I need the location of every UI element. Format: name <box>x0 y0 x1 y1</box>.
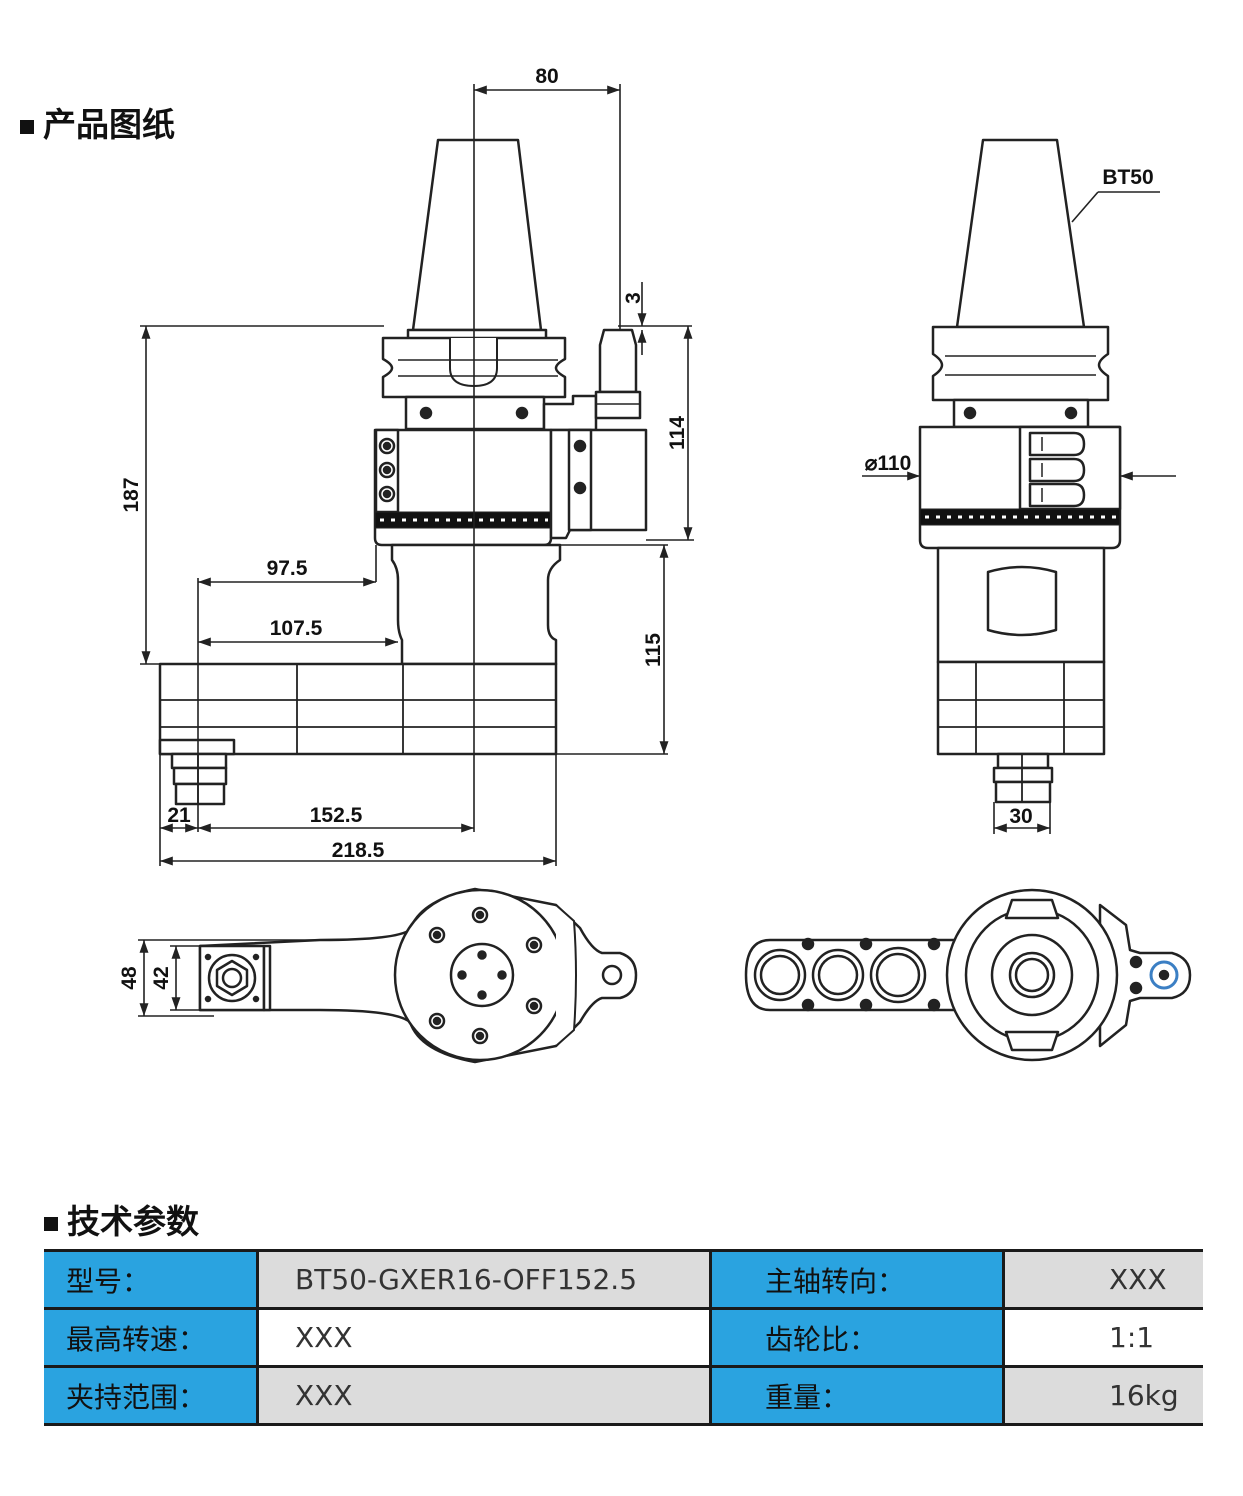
dim-152-5: 152.5 <box>310 804 363 827</box>
dim-97-5: 97.5 <box>267 557 308 580</box>
side-view <box>918 138 1122 804</box>
dim-107-5: 107.5 <box>270 617 323 640</box>
top-dimensions-left <box>138 939 320 1017</box>
spec-value: BT50-GXER16-OFF152.5 <box>256 1249 711 1310</box>
front-dimensions <box>140 84 694 866</box>
dim-42: 42 <box>150 966 173 989</box>
specs-section-label: 技术参数 <box>67 1202 199 1241</box>
table-row: 型号： BT50-GXER16-OFF152.5 主轴转向： XXX <box>44 1249 1203 1310</box>
dim-3: 3 <box>622 292 645 304</box>
front-view <box>158 138 648 806</box>
dim-48: 48 <box>118 966 141 990</box>
table-row: 夹持范围： XXX 重量： 16kg <box>44 1365 1203 1426</box>
dim-114: 114 <box>666 416 689 450</box>
dim-218-5: 218.5 <box>332 839 385 862</box>
top-view-left <box>198 887 638 1064</box>
specs-section-title: 技术参数 <box>44 1195 199 1243</box>
spec-value: XXX <box>256 1365 711 1426</box>
table-row: 最高转速： XXX 齿轮比： 1:1 <box>44 1307 1203 1368</box>
dim-80: 80 <box>535 65 558 88</box>
spec-label: 夹持范围： <box>44 1365 258 1426</box>
technical-drawing: 80 3 114 187 97.5 107.5 115 21 152.5 218… <box>118 65 1192 1064</box>
square-bullet-icon <box>44 1217 58 1231</box>
top-view-right <box>744 888 1192 1062</box>
dim-187: 187 <box>120 477 143 512</box>
dim-30: 30 <box>1009 805 1032 828</box>
drawing-section-label: 产品图纸 <box>43 105 175 144</box>
spec-table: 型号： BT50-GXER16-OFF152.5 主轴转向： XXX 最高转速：… <box>44 1249 1203 1426</box>
side-dimensions <box>862 191 1176 834</box>
dim-dia-110: ⌀110 <box>865 452 912 475</box>
spec-label: 重量： <box>709 1365 1004 1426</box>
square-bullet-icon <box>20 120 34 134</box>
spec-label: 型号： <box>44 1249 258 1310</box>
spec-label: 齿轮比： <box>709 1307 1004 1368</box>
dim-21: 21 <box>167 804 191 827</box>
dim-115: 115 <box>642 633 665 667</box>
spec-value: 16kg <box>1002 1365 1203 1426</box>
spec-label: 主轴转向： <box>709 1249 1004 1310</box>
spec-value: XXX <box>1002 1249 1203 1310</box>
spec-label: 最高转速： <box>44 1307 258 1368</box>
spec-value: 1:1 <box>1002 1307 1203 1368</box>
drawing-section-title: 产品图纸 <box>20 98 175 146</box>
bt50-label: BT50 <box>1102 166 1153 189</box>
spec-value: XXX <box>256 1307 711 1368</box>
